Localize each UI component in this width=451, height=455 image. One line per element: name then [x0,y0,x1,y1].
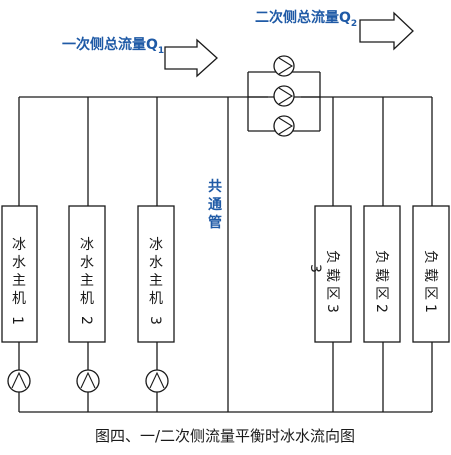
svg-text:载: 载 [373,268,389,282]
svg-text:负: 负 [324,250,340,264]
svg-text:载: 载 [422,268,438,282]
svg-text:水: 水 [80,255,94,271]
svg-text:区: 区 [422,286,438,300]
load-zone-3-extra-number: 3 [307,264,323,273]
figure-caption: 图四、一/二次侧流量平衡时冰水流向图 [95,427,355,445]
secondary-flow-label: 二次侧总流量Q2 [255,9,357,29]
chiller-2-number: 2 [78,316,94,325]
svg-text:机: 机 [149,291,163,307]
chiller-1-pump-icon [7,369,31,393]
svg-text:机: 机 [80,291,94,307]
load-zone-2-number: 2 [373,304,389,313]
svg-text:机: 机 [12,291,26,307]
svg-text:冰: 冰 [149,237,163,253]
secondary-pump-1-icon [273,55,295,77]
load-zone-3: 负 载 区 3 3 [307,205,352,343]
chiller-1-number: 1 [9,316,25,325]
chiller-1: 冰 水 主 机 1 [1,205,38,343]
common-pipe-label: 共 通 管 [208,178,222,231]
primary-flow-arrow [164,38,218,78]
svg-text:主: 主 [149,273,163,289]
load-zone-2: 负 载 区 2 [363,205,401,343]
common-pipe-char-2: 通 [208,197,222,213]
secondary-pump-2-icon [273,85,295,107]
svg-text:水: 水 [149,255,163,271]
svg-text:主: 主 [80,273,94,289]
secondary-pump-3-icon [273,115,295,137]
svg-text:水: 水 [12,255,26,271]
chiller-1-box [1,205,38,343]
svg-text:负: 负 [422,250,438,264]
primary-flow-label: 一次侧总流量Q1 [62,36,164,56]
load-zone-3-box [314,205,352,343]
load-zone-3-number: 3 [324,304,340,313]
chiller-3-number: 3 [147,316,163,325]
chiller-2-box [68,205,106,343]
chiller-2: 冰 水 主 机 2 [68,205,106,343]
common-pipe-char-3: 管 [208,214,222,231]
secondary-flow-arrow [359,11,414,51]
secondary-pumps [273,55,295,137]
load-zone-1: 负 载 区 1 [412,205,450,343]
svg-text:负: 负 [373,250,389,264]
flow-arrows [164,11,414,78]
svg-text:主: 主 [12,273,26,289]
svg-text:区: 区 [324,286,340,300]
chiller-pumps [7,369,169,393]
chiller-3-box [137,205,175,343]
load-zone-1-box [412,205,450,343]
svg-text:冰: 冰 [80,237,94,253]
svg-text:区: 区 [373,286,389,300]
load-zone-2-box [363,205,401,343]
chiller-3-pump-icon [145,369,169,393]
svg-text:冰: 冰 [12,237,26,253]
chiller-3: 冰 水 主 机 3 [137,205,175,343]
common-pipe-char-1: 共 [208,178,222,195]
svg-text:载: 载 [324,268,340,282]
load-zone-1-number: 1 [422,304,438,313]
chiller-2-pump-icon [76,369,100,393]
